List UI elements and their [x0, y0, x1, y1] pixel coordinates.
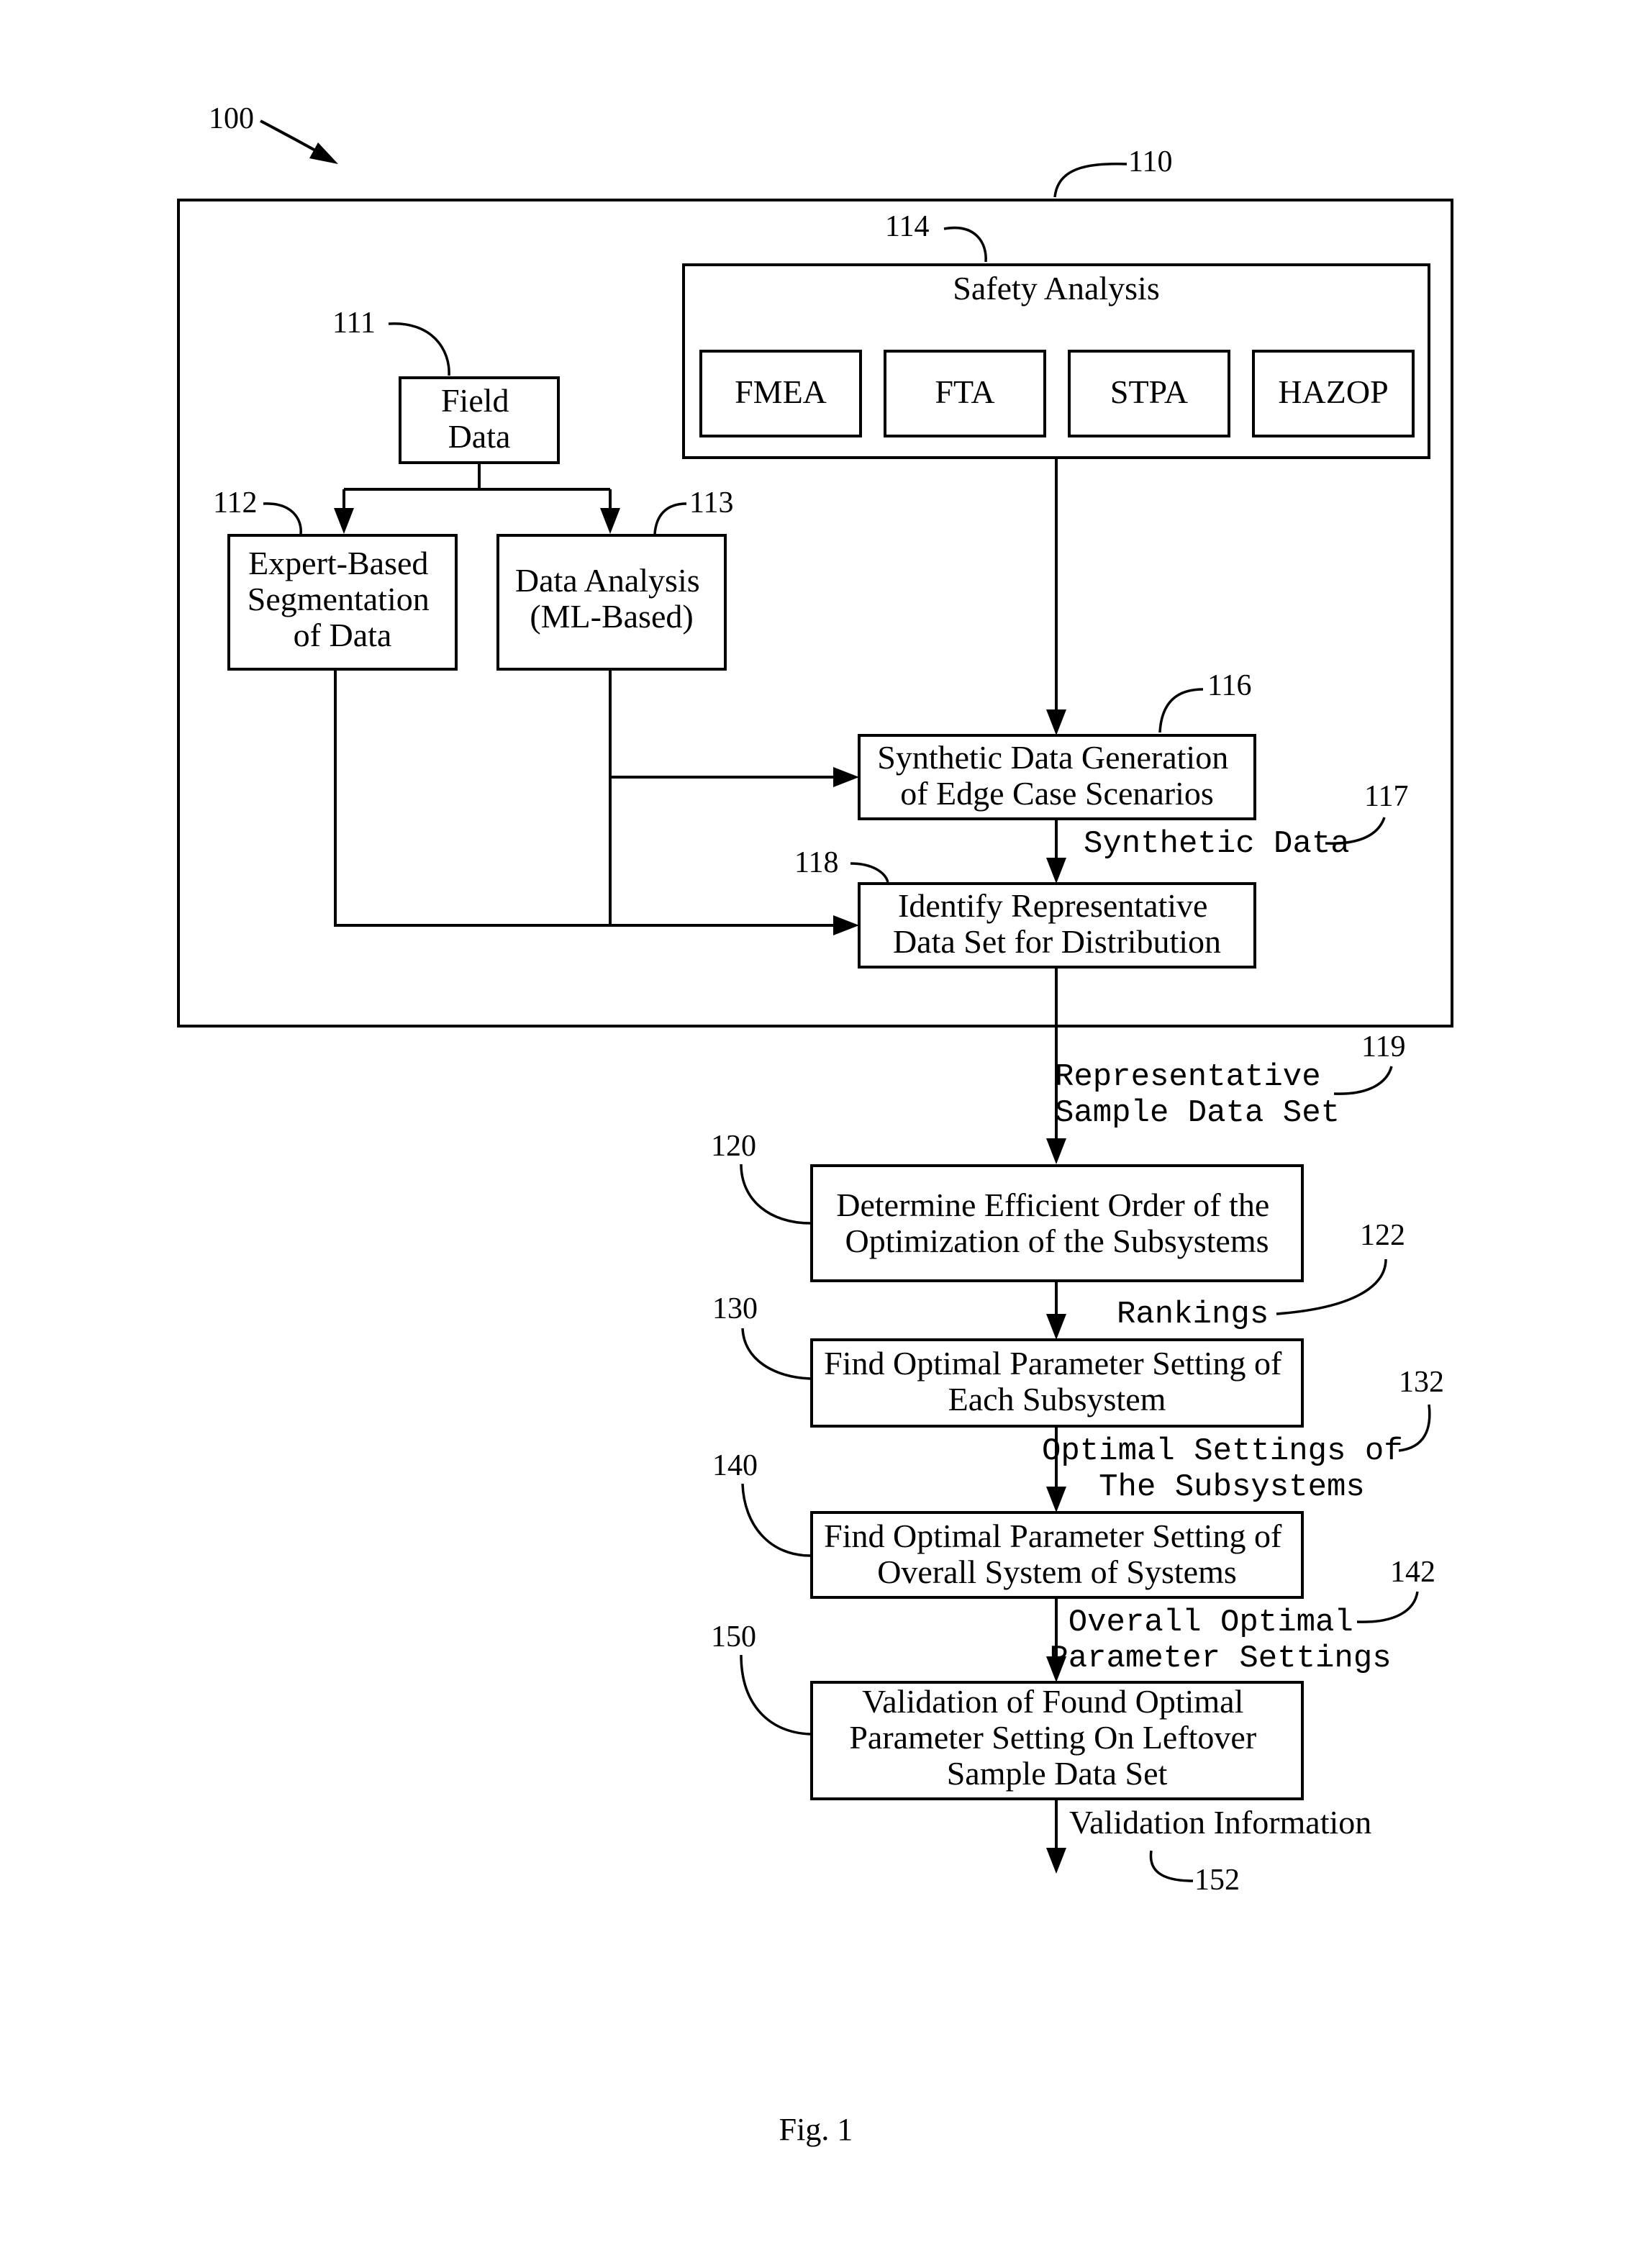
- optimize-each-subsystem-label: Find Optimal Parameter Setting of Each S…: [824, 1345, 1290, 1418]
- ref-100: 100: [209, 102, 254, 135]
- arrowhead-to-synthetic-top: [1046, 709, 1066, 735]
- identify-representative-box: [858, 882, 1256, 969]
- optimal-subsystems-flow-label: Optimal Settings of The Subsystems: [1042, 1433, 1422, 1505]
- arrowhead-overall-settings: [1046, 1656, 1066, 1682]
- hazop-box: [1252, 350, 1415, 437]
- synthetic-generation-label: Synthetic Data Generation of Edge Case S…: [877, 739, 1236, 812]
- ref-113-leader: [653, 502, 687, 535]
- representative-flow-label: Representative Sample Data Set: [1055, 1059, 1340, 1131]
- ref-120-leader: [740, 1164, 811, 1225]
- fmea-label: FMEA: [735, 373, 827, 410]
- ref-113: 113: [689, 486, 733, 520]
- ref-140-leader: [741, 1483, 811, 1557]
- ref-118-leader: [850, 862, 889, 883]
- ref-116-leader: [1158, 688, 1204, 733]
- ref-100-arrowhead: [309, 142, 338, 164]
- validation-box: [810, 1681, 1304, 1800]
- identify-representative-label: Identify Representative Data Set for Dis…: [893, 887, 1221, 960]
- ref-110: 110: [1128, 145, 1172, 178]
- ref-111: 111: [332, 307, 376, 340]
- ref-122: 122: [1360, 1219, 1405, 1252]
- arrowhead-to-ml: [600, 508, 620, 534]
- ref-110-leader: [1053, 162, 1128, 198]
- field-data-label: Field Data: [441, 382, 517, 455]
- ref-112-leader: [263, 502, 302, 535]
- validation-label: Validation of Found Optimal Parameter Se…: [849, 1683, 1264, 1792]
- expert-segmentation-label: Expert-Based Segmentation of Data: [248, 545, 437, 653]
- stpa-box: [1068, 350, 1230, 437]
- fta-box: [884, 350, 1046, 437]
- field-data-box: [399, 376, 560, 464]
- arrowhead-to-identify: [833, 915, 859, 935]
- ref-132-leader: [1398, 1404, 1431, 1452]
- synthetic-data-flow-label: Synthetic Data: [1084, 826, 1350, 862]
- overall-optimal-flow-label: Overall Optimal Parameter Settings: [1049, 1605, 1391, 1677]
- optimize-overall-system-box: [810, 1511, 1304, 1599]
- ref-112: 112: [213, 486, 257, 520]
- ref-119-leader: [1333, 1066, 1393, 1095]
- determine-order-box: [810, 1164, 1304, 1282]
- ref-117-leader: [1325, 817, 1386, 845]
- field-data-connector: [342, 463, 612, 511]
- arrowhead-to-expert: [334, 508, 354, 534]
- determine-order-label: Determine Efficient Order of the Optimiz…: [836, 1187, 1278, 1259]
- arrowhead-validation-output: [1046, 1848, 1066, 1874]
- ml-analysis-label: Data Analysis (ML-Based): [515, 562, 708, 635]
- ref-150-leader: [740, 1654, 811, 1736]
- figure-caption: Fig. 1: [779, 2112, 853, 2147]
- expert-segmentation-box: [227, 534, 458, 671]
- arrowhead-subsystem-settings: [1046, 1487, 1066, 1512]
- ref-116: 116: [1207, 669, 1251, 702]
- ref-152: 152: [1194, 1864, 1240, 1897]
- ref-117: 117: [1364, 780, 1408, 813]
- ref-130-leader: [741, 1328, 811, 1380]
- ml-to-synthetic-line: [609, 669, 835, 924]
- fta-label: FTA: [935, 373, 994, 410]
- arrowhead-to-order: [1046, 1138, 1066, 1164]
- ref-152-leader: [1149, 1850, 1194, 1882]
- fmea-box: [699, 350, 862, 437]
- ref-100-arrow: [260, 119, 317, 153]
- synthetic-generation-box: [858, 734, 1256, 820]
- stpa-label: STPA: [1110, 373, 1188, 410]
- ml-analysis-box: [496, 534, 727, 671]
- arrowhead-synthetic-flow: [1046, 858, 1066, 884]
- ref-122-leader: [1276, 1258, 1387, 1315]
- ref-120: 120: [711, 1130, 756, 1163]
- ref-114-leader: [943, 226, 987, 263]
- arrowhead-ml-to-synthetic: [833, 767, 859, 787]
- ref-111-leader: [388, 322, 450, 376]
- validation-info-flow-label: Validation Information: [1069, 1804, 1371, 1841]
- ref-132: 132: [1399, 1366, 1444, 1399]
- rankings-flow-label: Rankings: [1117, 1297, 1269, 1333]
- hazop-label: HAZOP: [1278, 373, 1388, 410]
- ref-142-leader: [1356, 1591, 1419, 1623]
- ref-130: 130: [712, 1292, 758, 1325]
- ref-118: 118: [794, 846, 838, 879]
- ref-119: 119: [1361, 1030, 1405, 1063]
- safety-analysis-title: Safety Analysis: [953, 270, 1159, 307]
- ref-114: 114: [885, 210, 929, 243]
- ref-150: 150: [711, 1620, 756, 1654]
- ref-142: 142: [1390, 1556, 1435, 1589]
- ref-140: 140: [712, 1449, 758, 1482]
- optimize-overall-system-label: Find Optimal Parameter Setting of Overal…: [824, 1518, 1290, 1590]
- arrowhead-rankings: [1046, 1314, 1066, 1340]
- expert-to-identify-line: [334, 669, 835, 927]
